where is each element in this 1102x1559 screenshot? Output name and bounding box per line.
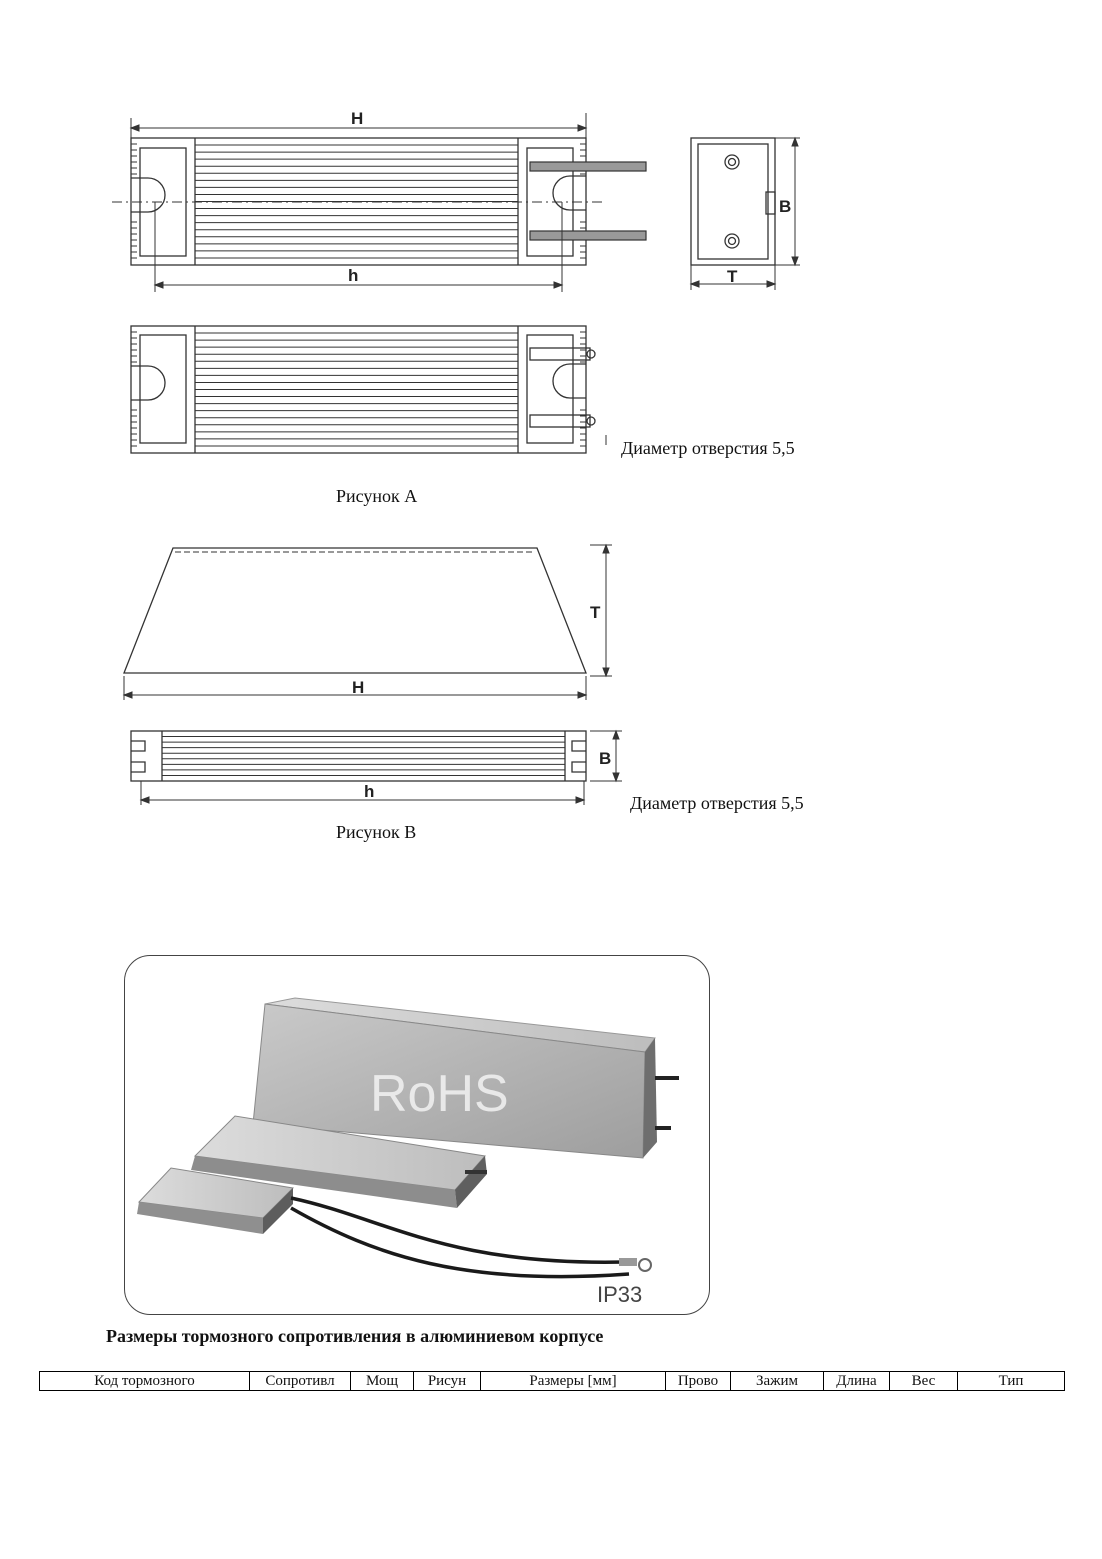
- dim-h-upper-label: H: [351, 109, 363, 128]
- hole-diameter-note-a: Диаметр отверстия 5,5: [621, 438, 795, 458]
- col-header-weight: Вес: [889, 1371, 958, 1391]
- dim-b-label-b: B: [599, 749, 611, 768]
- ip-rating-label: IP33: [597, 1282, 642, 1307]
- product-photo: RoHS IP33: [124, 955, 710, 1315]
- dim-h-upper-label-b: H: [352, 678, 364, 697]
- col-header-power: Мощ: [350, 1371, 414, 1391]
- rohs-watermark: RoHS: [370, 1065, 509, 1123]
- col-header-resistance: Сопротивл: [249, 1371, 351, 1391]
- figure-b-drawing: T H B h: [122, 543, 622, 805]
- col-header-length: Длина: [823, 1371, 890, 1391]
- table-title: Размеры тормозного сопротивления в алюми…: [106, 1326, 604, 1346]
- dim-t-label: T: [727, 267, 738, 286]
- table-header-row: Код тормозного Сопротивл Мощ Рисун Разме…: [39, 1371, 1065, 1391]
- dim-b-label: B: [779, 197, 791, 216]
- figure-b-caption: Рисунок В: [336, 822, 417, 842]
- figure-a-caption: Рисунок А: [336, 486, 418, 506]
- figure-a-top-drawing: H h B T: [112, 109, 800, 454]
- col-header-wire: Прово: [665, 1371, 731, 1391]
- dim-h-lower-label-b: h: [364, 782, 374, 801]
- col-header-figure: Рисун: [413, 1371, 481, 1391]
- col-header-clamp: Зажим: [730, 1371, 824, 1391]
- dim-t-label-b: T: [590, 603, 601, 622]
- hole-diameter-note-b: Диаметр отверстия 5,5: [630, 793, 804, 813]
- spec-table: Код тормозного Сопротивл Мощ Рисун Разме…: [39, 1371, 1065, 1391]
- col-header-dimensions: Размеры [мм]: [480, 1371, 666, 1391]
- dim-h-lower-label: h: [348, 266, 358, 285]
- col-header-type: Тип: [957, 1371, 1065, 1391]
- col-header-code: Код тормозного: [39, 1371, 250, 1391]
